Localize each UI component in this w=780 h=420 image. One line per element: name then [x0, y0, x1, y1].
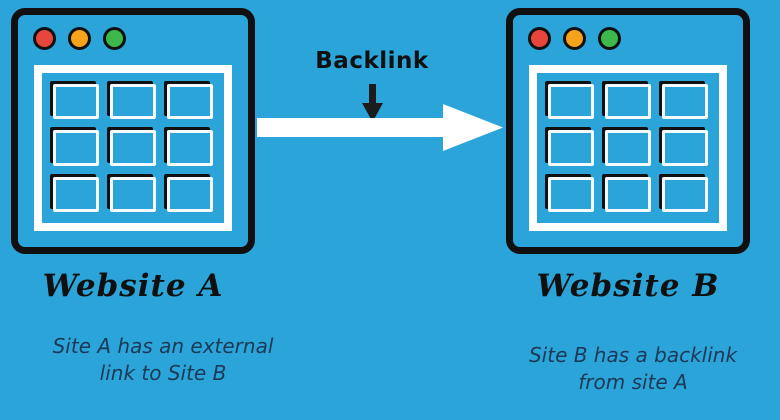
traffic-light-green-icon [598, 27, 621, 50]
traffic-light-yellow-icon [563, 27, 586, 50]
website-b-window [506, 8, 750, 254]
content-block [548, 130, 594, 166]
website-a-window [11, 8, 255, 254]
content-block [548, 84, 594, 120]
traffic-light-red-icon [33, 27, 56, 50]
content-block [53, 84, 99, 120]
backlink-label: Backlink [315, 48, 429, 74]
content-grid [34, 65, 232, 231]
traffic-lights [513, 15, 743, 50]
content-block [605, 176, 651, 212]
backlink-arrow-icon [257, 99, 505, 161]
content-block [662, 130, 708, 166]
website-a-caption: Site A has an external link to Site B [52, 334, 274, 385]
website-b-title: Website B [536, 268, 720, 304]
content-block [167, 130, 213, 166]
content-block [662, 176, 708, 212]
content-block [167, 84, 213, 120]
content-block [53, 176, 99, 212]
content-block [662, 84, 708, 120]
content-block [605, 130, 651, 166]
content-grid [529, 65, 727, 231]
content-block [548, 176, 594, 212]
traffic-light-yellow-icon [68, 27, 91, 50]
traffic-light-red-icon [528, 27, 551, 50]
website-a-title: Website A [42, 268, 224, 304]
down-arrow-icon [359, 84, 385, 128]
traffic-light-green-icon [103, 27, 126, 50]
content-block [110, 84, 156, 120]
website-b-caption: Site B has a backlink from site A [528, 343, 738, 394]
content-block [53, 130, 99, 166]
content-block [605, 84, 651, 120]
content-block [110, 130, 156, 166]
traffic-lights [18, 15, 248, 50]
content-block [167, 176, 213, 212]
content-block [110, 176, 156, 212]
